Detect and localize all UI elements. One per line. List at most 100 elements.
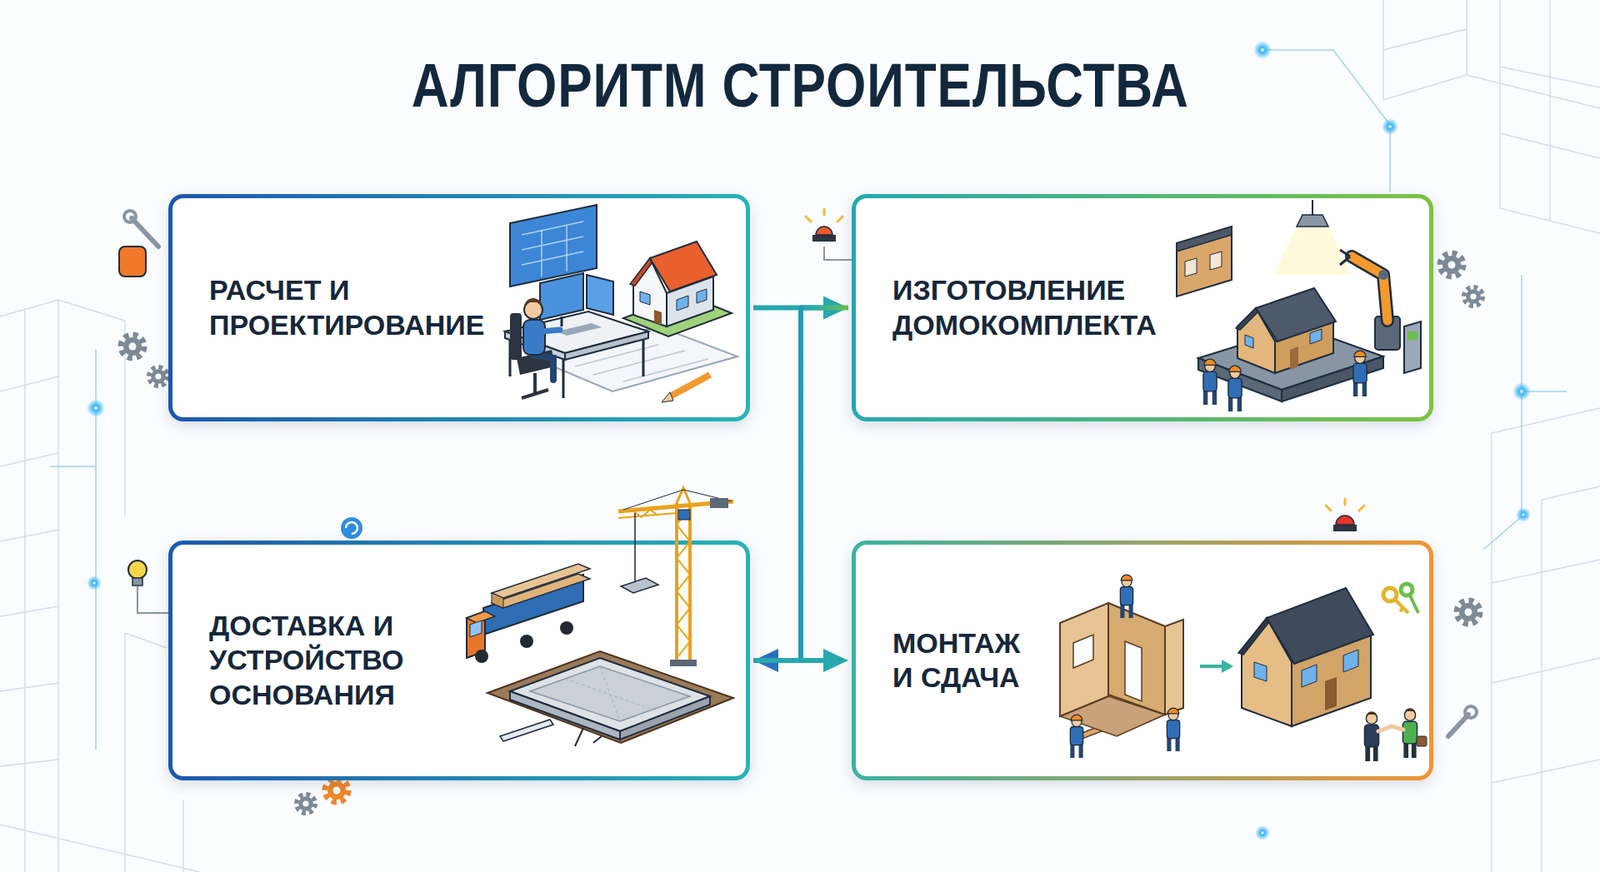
delivery-illustration <box>575 728 602 747</box>
assembly-illustration <box>1073 720 1124 740</box>
factory-illustration <box>1311 200 1314 215</box>
assembly-illustration <box>1060 603 1109 717</box>
assembly-illustration <box>1378 726 1404 732</box>
circuit-lines <box>1483 275 1567 550</box>
step-label: МОНТАЖ И СДАЧА <box>892 626 1035 696</box>
lightbulb-icon <box>128 560 147 580</box>
design-illustration <box>650 241 717 292</box>
assembly-illustration <box>1073 635 1094 669</box>
factory-illustration <box>1281 356 1384 402</box>
lightbulb-icon <box>137 586 169 614</box>
assembly-illustration <box>1400 584 1413 596</box>
assembly-illustration <box>1416 736 1427 747</box>
assembly-illustration <box>1395 600 1409 614</box>
assembly-illustration <box>1108 603 1165 715</box>
factory-illustration <box>1237 308 1275 374</box>
assembly-illustration <box>1325 677 1337 711</box>
refresh-icon <box>345 522 358 535</box>
design-illustration <box>565 331 649 360</box>
design-illustration <box>524 298 543 309</box>
factory-illustration <box>1378 270 1389 280</box>
assembly-illustration <box>1165 620 1184 715</box>
gears <box>325 779 349 803</box>
assembly-illustration <box>1402 708 1417 759</box>
design-illustration <box>640 291 650 305</box>
siren-icon <box>805 209 852 260</box>
circuit-lines <box>50 350 96 750</box>
lightbulb-icon <box>128 560 169 614</box>
delivery-illustration <box>520 635 534 649</box>
factory-illustration <box>1255 288 1336 342</box>
delivery-illustration <box>676 503 690 664</box>
assembly-illustration <box>1125 641 1142 702</box>
factory-illustration <box>1353 350 1367 397</box>
delivery-illustration <box>500 720 554 742</box>
factory-illustration <box>1245 335 1254 349</box>
assembly-illustration <box>1241 618 1292 727</box>
circuit-lines <box>1262 50 1390 192</box>
design-illustration <box>521 373 549 399</box>
factory-illustration <box>1275 321 1334 374</box>
assembly-illustration <box>1266 588 1374 665</box>
design-illustration <box>654 310 662 325</box>
assembly-illustration <box>1200 665 1224 669</box>
factory-illustration <box>1351 256 1388 321</box>
diagram-title: АЛГОРИТМ СТРОИТЕЛЬСТВА <box>411 51 1190 120</box>
design-illustration <box>670 375 710 397</box>
siren-icon <box>805 209 843 222</box>
glow-dots <box>1253 40 1272 60</box>
factory-illustration <box>1351 256 1388 321</box>
delivery-illustration <box>618 510 677 519</box>
design-illustration <box>505 205 738 403</box>
design-illustration <box>586 275 614 315</box>
design-illustration <box>510 205 597 287</box>
flow-arrow <box>753 658 829 664</box>
delivery-illustration <box>491 593 504 609</box>
gears <box>1440 253 1464 277</box>
assembly-illustration <box>1221 660 1234 674</box>
factory-illustration <box>1273 226 1352 275</box>
delivery-illustration <box>634 513 636 584</box>
assembly-illustration <box>1291 633 1371 727</box>
design-illustration <box>661 392 674 403</box>
assembly-illustration <box>1410 595 1419 614</box>
factory-illustration <box>1290 346 1299 370</box>
gears <box>120 335 145 359</box>
step-box: ИЗГОТОВЛЕНИЕ ДОМОКОМПЛЕКТА <box>851 194 1434 422</box>
glow-dots <box>1515 507 1531 523</box>
design-illustration <box>676 295 689 311</box>
gears <box>149 367 168 386</box>
factory-illustration <box>1198 358 1282 402</box>
glow-dots <box>1512 382 1531 401</box>
siren-icon <box>815 226 833 235</box>
delivery-illustration <box>710 498 729 509</box>
step-box: РАСЧЕТ И ПРОЕКТИРОВАНИЕ <box>168 194 750 422</box>
glow-dots <box>1381 118 1399 135</box>
siren-icon <box>824 246 852 260</box>
factory-illustration <box>1228 365 1242 412</box>
delivery-illustration <box>510 691 620 740</box>
factory-illustration <box>1176 200 1421 412</box>
glow-dots <box>86 575 102 591</box>
wrench-tool <box>131 218 159 247</box>
refresh-icon <box>340 517 363 540</box>
delivery-illustration <box>678 510 690 520</box>
design-illustration <box>541 330 560 332</box>
design-illustration <box>505 331 565 360</box>
building-lineart <box>1491 408 1600 872</box>
delivery-illustration <box>530 666 690 722</box>
title-holder: АЛГОРИТМ СТРОИТЕЛЬСТВА <box>0 51 1600 120</box>
wrench-tool <box>124 210 136 223</box>
delivery-illustration <box>510 658 710 732</box>
factory-illustration <box>1407 331 1418 340</box>
factory-illustration <box>1176 226 1232 297</box>
assembly-illustration <box>1120 575 1133 619</box>
assembly-illustration <box>1325 499 1365 511</box>
design-illustration <box>630 258 652 286</box>
assembly-illustration <box>1238 618 1269 655</box>
glow-dots <box>86 399 105 418</box>
factory-illustration <box>1310 329 1322 345</box>
